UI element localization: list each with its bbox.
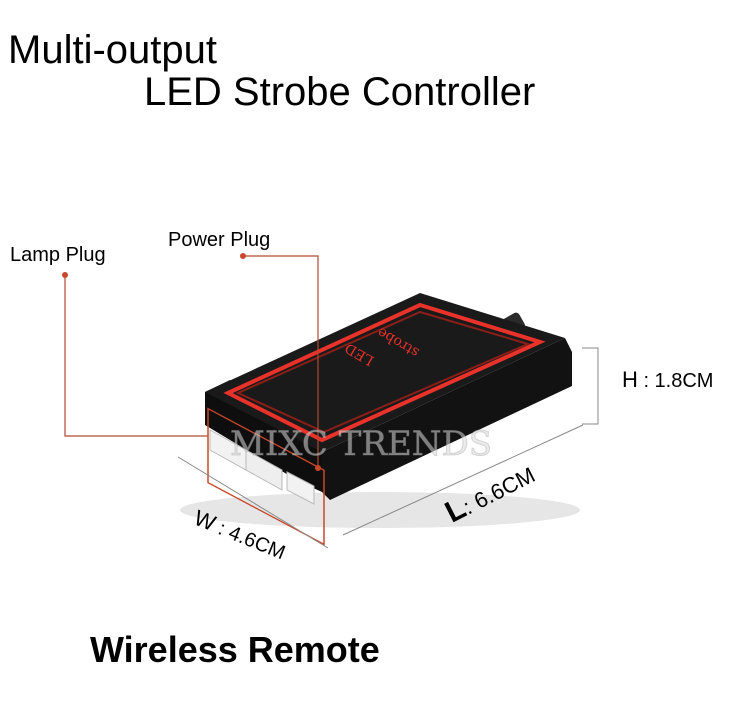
callout-lines xyxy=(64,255,319,468)
lamp-plug-callout xyxy=(64,275,208,437)
device-front-face xyxy=(205,380,322,492)
device-top-face xyxy=(205,293,565,452)
dimension-lines xyxy=(177,347,599,549)
power-plug-end-dot xyxy=(315,465,321,471)
lamp-plug-label: Lamp Plug xyxy=(10,244,106,266)
title-line-1: Multi-output xyxy=(8,28,217,72)
device-right-face xyxy=(322,338,572,500)
height-label: H : 1.8CM xyxy=(622,367,713,393)
power-plug-label: Power Plug xyxy=(168,229,271,251)
power-plug-callout xyxy=(243,255,319,468)
height-letter: H xyxy=(622,367,638,392)
lamp-plug-dot xyxy=(62,272,68,278)
title-line-2: LED Strobe Controller xyxy=(144,70,536,114)
lamp-port xyxy=(207,407,325,546)
height-dimension xyxy=(582,347,599,425)
watermark-text: MIXC TRENDS xyxy=(230,424,492,464)
power-plug-dot xyxy=(240,253,246,259)
width-dimension xyxy=(177,456,329,549)
device-glow-border xyxy=(223,302,546,443)
footer-title: Wireless Remote xyxy=(90,629,380,670)
length-dimension xyxy=(342,424,584,536)
height-value: : 1.8CM xyxy=(637,370,714,392)
